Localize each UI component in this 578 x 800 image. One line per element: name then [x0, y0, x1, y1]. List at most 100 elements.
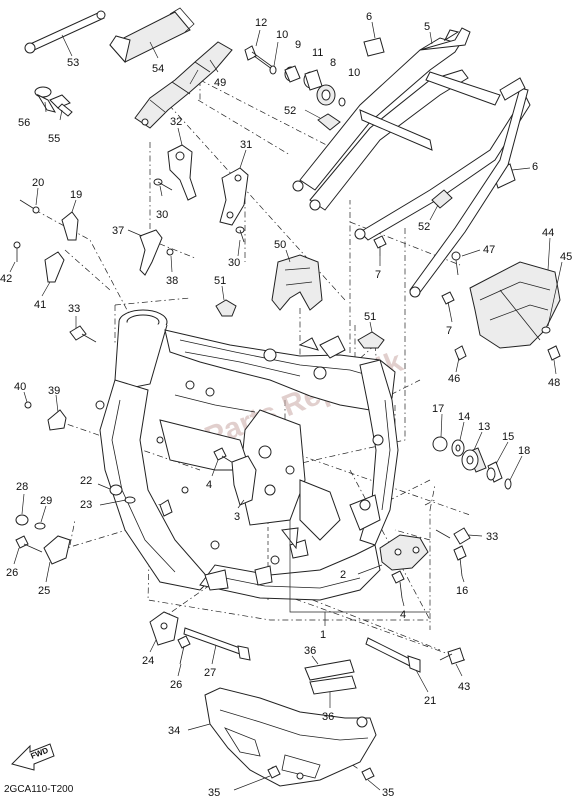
callout-24: 24: [142, 655, 154, 667]
part-32-bracket: [167, 127, 197, 201]
part-33-bolt-a: [69, 316, 97, 343]
part-44-guard: [469, 237, 561, 349]
part-11-collar: [303, 69, 323, 91]
callout-33-a: 33: [68, 303, 80, 315]
part-55-bolt: [49, 94, 73, 121]
callout-6-a: 6: [366, 11, 372, 23]
callout-32: 32: [170, 116, 182, 128]
callout-36-b: 36: [322, 711, 334, 723]
callout-3: 3: [234, 511, 240, 523]
part-18-washer: [504, 455, 523, 490]
callout-7-b: 7: [446, 325, 452, 337]
part-54-tool: [109, 7, 195, 64]
callout-4-b: 4: [400, 609, 406, 621]
callout-40: 40: [14, 381, 26, 393]
part-14-washer: [451, 421, 465, 457]
part-25-bracket: [43, 535, 71, 583]
callout-47: 47: [483, 244, 495, 256]
main-frame: [95, 309, 399, 601]
callout-18: 18: [518, 445, 530, 457]
part-45-washer: [541, 261, 563, 334]
part-46-nut: [454, 345, 467, 373]
callout-2: 2: [340, 569, 346, 581]
callout-28: 28: [16, 481, 28, 493]
callout-23: 23: [80, 499, 92, 511]
part-43-clip: [439, 647, 465, 677]
part-6-label-a: [363, 21, 385, 57]
part-12-long-bolt: [244, 29, 277, 73]
part-36-pad-b: [309, 675, 357, 708]
callout-4-a: 4: [206, 479, 212, 491]
part-22-nut: [97, 483, 123, 496]
part-17-nut: [432, 413, 448, 452]
part-35-bolt-b: [361, 767, 381, 791]
part-29-washer: [34, 505, 47, 530]
callout-11: 11: [312, 47, 323, 59]
part-31-bracket: [219, 149, 249, 226]
part-2-bracket: [357, 534, 429, 575]
callout-9: 9: [295, 39, 301, 51]
leader-lines: [189, 69, 430, 626]
part-42-bolt: [9, 241, 21, 273]
callout-51-b: 51: [364, 311, 376, 323]
part-50-clamp: [271, 249, 323, 311]
part-34-skid-plate: [187, 687, 377, 787]
callout-31: 31: [240, 139, 252, 151]
part-3-bracket: [231, 455, 257, 509]
callout-44: 44: [542, 227, 554, 239]
part-49-bracket: [134, 41, 233, 129]
callout-13: 13: [478, 421, 490, 433]
callout-52-b: 52: [418, 221, 430, 233]
callout-22: 22: [80, 475, 92, 487]
callout-49: 49: [214, 77, 226, 89]
part-26-bolt-a: [13, 535, 43, 565]
callout-1: 1: [320, 629, 326, 641]
part-21-long-bolt: [365, 637, 429, 693]
callout-35-b: 35: [382, 787, 394, 799]
part-47-bolt: [451, 249, 481, 276]
callout-52-a: 52: [284, 105, 296, 117]
part-30-bolt-a: [153, 178, 173, 197]
callout-16: 16: [456, 585, 468, 597]
callout-35-a: 35: [208, 787, 220, 799]
part-56-bolt: [34, 86, 57, 113]
part-13-bushing: [461, 431, 487, 473]
part-33-bolt-b: [435, 527, 483, 545]
callout-15: 15: [502, 431, 514, 443]
part-19-clip: [61, 199, 79, 241]
callout-5: 5: [424, 21, 430, 33]
part-40-screw: [23, 391, 32, 409]
callout-50: 50: [274, 239, 286, 251]
callout-53: 53: [67, 57, 79, 69]
part-8-bushing: [316, 84, 336, 106]
callout-37: 37: [112, 225, 124, 237]
callout-56: 56: [18, 117, 30, 129]
callout-38: 38: [166, 275, 178, 287]
callout-55: 55: [48, 133, 60, 145]
part-7-bolt-a: [373, 235, 387, 266]
callout-10-b: 10: [348, 67, 360, 79]
part-38-screw: [166, 248, 174, 273]
part-52-clamp-b: [429, 189, 453, 221]
callout-48: 48: [548, 377, 560, 389]
part-23-washer: [99, 496, 136, 506]
callout-6-b: 6: [532, 161, 538, 173]
part-5-subframe: [292, 27, 531, 298]
callout-25: 25: [38, 585, 50, 597]
part-41-bracket: [41, 251, 65, 297]
part-27-long-bolt: [183, 627, 251, 665]
part-9-collar: [284, 65, 301, 83]
callout-20: 20: [32, 177, 44, 189]
callout-34: 34: [168, 725, 180, 737]
part-51-clip-b: [357, 321, 385, 349]
part-24-bracket: [149, 611, 179, 653]
drawing-code: 2GCA110-T200: [4, 784, 74, 795]
callout-12: 12: [255, 17, 267, 29]
part-30-bolt-b: [235, 226, 245, 257]
callout-45: 45: [560, 251, 572, 263]
part-53-wrench: [24, 10, 106, 57]
callout-43: 43: [458, 681, 470, 693]
callout-54: 54: [152, 63, 164, 75]
callout-51-a: 51: [214, 275, 226, 287]
